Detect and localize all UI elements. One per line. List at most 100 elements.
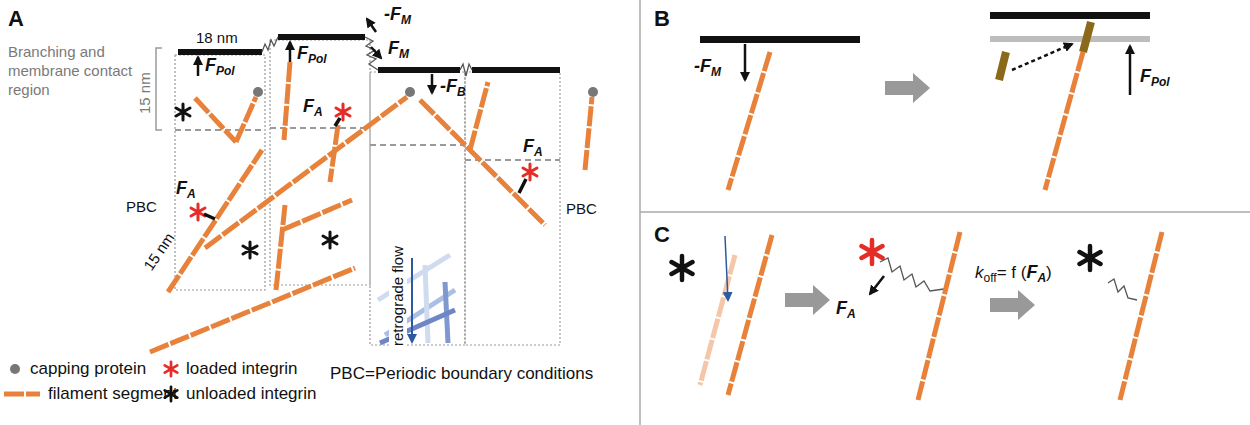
- force-label-group: FA: [176, 178, 196, 200]
- force-label: A: [314, 105, 323, 119]
- filament-segment: [728, 235, 772, 395]
- legend-note: PBC=Periodic boundary conditions: [330, 364, 593, 384]
- boundary-label: PBC: [566, 200, 597, 218]
- region-boundary: [370, 144, 465, 146]
- flow-label-group: retrograde flow: [389, 244, 407, 348]
- capping-protein: [253, 87, 263, 97]
- filament-segment: [918, 232, 960, 400]
- rate-label: A: [1037, 271, 1046, 285]
- legend-sample: [2, 384, 42, 404]
- panel-letter: C: [654, 222, 670, 248]
- filament-segment: [1120, 232, 1162, 400]
- spring-link: [880, 258, 944, 291]
- membrane: [178, 49, 262, 55]
- legend-item: unloaded integrin: [162, 384, 316, 404]
- step-arrow: [885, 73, 930, 103]
- filament-segment: [150, 268, 355, 352]
- force-label-group: FM: [388, 38, 409, 60]
- force-label: M: [711, 65, 721, 79]
- dimension-group: 15 nm: [140, 229, 178, 274]
- boundary-label: PBC: [126, 198, 157, 216]
- filament-segment: [420, 100, 545, 225]
- dimension: 15 nm: [140, 229, 178, 274]
- panel-letter-group: B: [654, 6, 670, 32]
- region-label-group: Branching and membrane contact region: [8, 42, 150, 100]
- spring-link: [460, 64, 472, 76]
- rate-label: off: [984, 271, 997, 285]
- boundary-label-group: PBC: [566, 200, 597, 218]
- filament-segment: [1045, 52, 1083, 190]
- force-label-group: FA: [523, 136, 543, 158]
- force-label: A: [534, 145, 543, 159]
- force-label: F: [836, 298, 847, 320]
- force-arrow: [744, 44, 747, 80]
- legend-note-group: PBC=Periodic boundary conditions: [330, 364, 593, 384]
- membrane-old: [990, 36, 1150, 42]
- spring-link: [1108, 279, 1137, 300]
- force-label-group: FA: [303, 96, 323, 118]
- force-label: Pol: [1151, 75, 1170, 89]
- force-label: F: [176, 178, 187, 200]
- force-label: F: [297, 43, 308, 65]
- force-label-group: FPol: [297, 43, 327, 65]
- panel-letter: A: [8, 6, 24, 32]
- retrograde-filament: [425, 265, 428, 343]
- force-label: F: [205, 55, 216, 77]
- force-arrow: [371, 47, 381, 58]
- periodic-cell: [465, 72, 560, 345]
- filament-segment: [205, 97, 407, 248]
- loaded-integrin: [523, 164, 537, 180]
- flow-arrow: [411, 258, 413, 342]
- force-label-group: FA: [836, 298, 856, 320]
- rate-label: F: [1026, 262, 1037, 284]
- force-label: -F: [384, 4, 401, 26]
- flow-arrow: [725, 236, 728, 300]
- step-arrow: [990, 290, 1035, 320]
- force-label-group: FPol: [1140, 66, 1170, 88]
- spring-link: [262, 37, 278, 52]
- filament-segment: [470, 82, 488, 150]
- capping-protein: [588, 87, 598, 97]
- membrane: [472, 67, 560, 73]
- force-arrow: [367, 19, 376, 32]
- force-label: -F: [694, 56, 711, 78]
- dimension: 15 nm: [136, 72, 154, 114]
- legend-text: loaded integrin: [186, 359, 298, 379]
- integrin-force: [204, 214, 215, 219]
- force-label-group: FPol: [205, 55, 235, 77]
- legend-item: loaded integrin: [162, 359, 298, 379]
- filament-segment: [728, 52, 770, 190]
- step-arrow: [785, 285, 830, 315]
- force-label: M: [401, 13, 411, 27]
- force-label: F: [1140, 66, 1151, 88]
- integrin-force: [335, 118, 340, 126]
- monomer: [999, 52, 1006, 80]
- filament-segment: [168, 150, 262, 292]
- integrin-force: [519, 179, 526, 193]
- filament-segment: [330, 125, 338, 182]
- capping-protein: [405, 87, 415, 97]
- force-label: Pol: [216, 64, 235, 78]
- rate-label: = f (: [997, 263, 1027, 283]
- force-label: A: [847, 307, 856, 321]
- force-label-group: -FM: [694, 56, 721, 78]
- capping-protein-sample: [10, 364, 20, 374]
- legend-item: filament segment: [2, 384, 177, 404]
- fil-ghost: [700, 255, 735, 385]
- filament-segment: [282, 200, 352, 230]
- legend-sample: [6, 359, 24, 379]
- filament-segment: [236, 97, 256, 142]
- boundary-label-group: PBC: [126, 198, 157, 216]
- force-arrow: [289, 42, 292, 62]
- legend-item: capping protein: [6, 359, 146, 379]
- force-label: F: [303, 96, 314, 118]
- force-label-group: -FB: [440, 76, 466, 98]
- loaded-integrin: [336, 104, 350, 120]
- filament-segment: [276, 205, 285, 290]
- panel-letter-group: C: [654, 222, 670, 248]
- membrane: [378, 67, 460, 73]
- force-arrow: [197, 57, 200, 76]
- force-label: Pol: [308, 52, 327, 66]
- filament-segment: [585, 97, 592, 170]
